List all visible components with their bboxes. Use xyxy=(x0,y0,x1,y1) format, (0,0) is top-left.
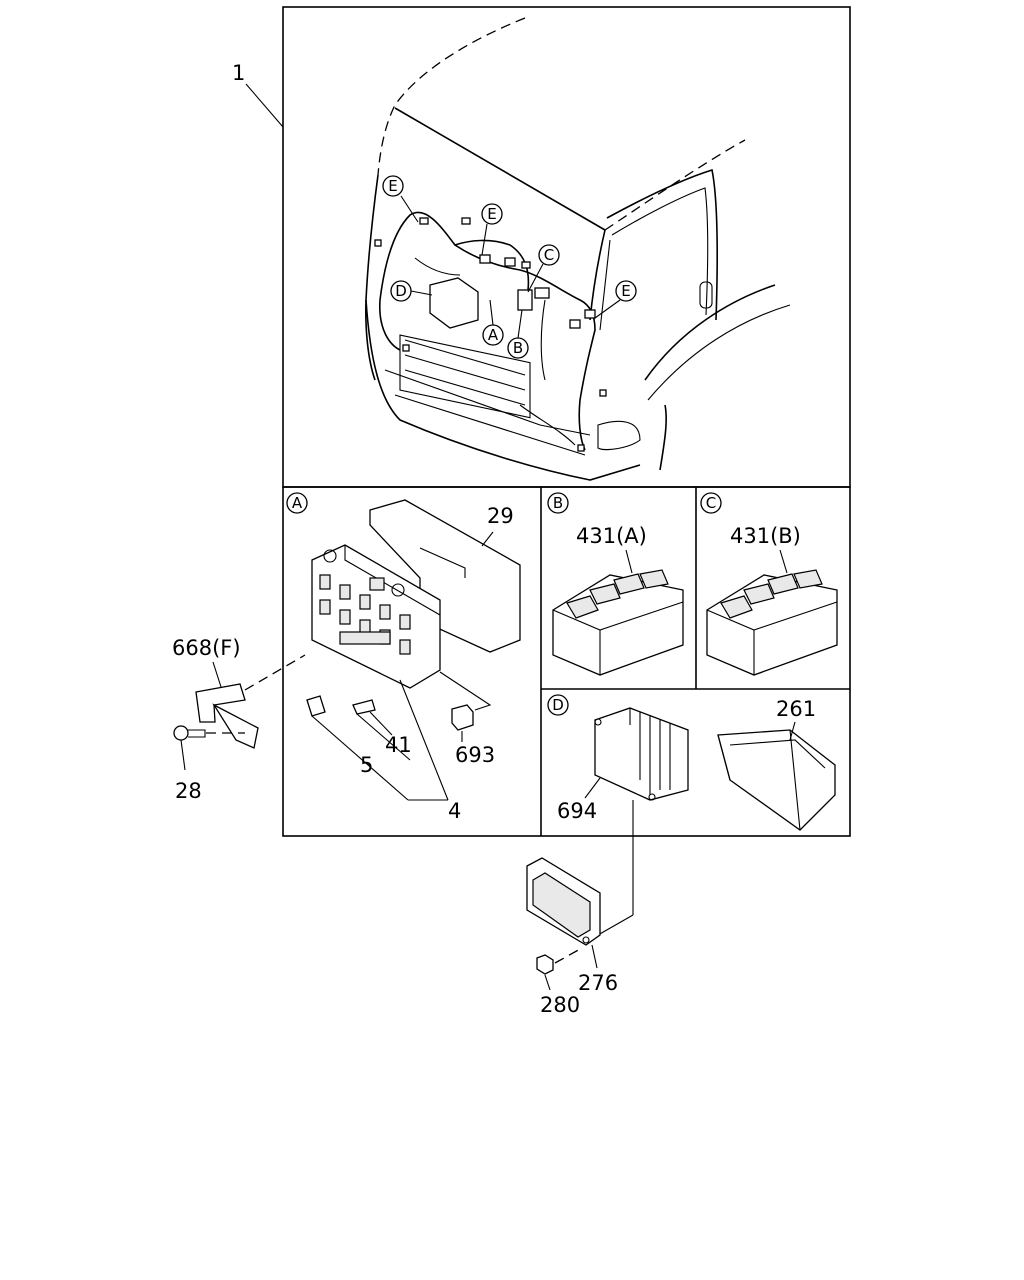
part-276-label: 276 xyxy=(578,971,618,995)
assembly-leader xyxy=(245,83,284,128)
view-callouts: E E C E D A B xyxy=(382,175,637,359)
callout-e-right xyxy=(615,280,637,302)
callout-e-top xyxy=(481,203,503,225)
mirror xyxy=(699,281,713,309)
panel-c-badge-label: C xyxy=(706,494,716,512)
part-41-label: 41 xyxy=(385,733,412,757)
lower-assembly: 276 280 xyxy=(526,800,634,1017)
wiring-branch-d xyxy=(414,257,461,276)
panel-b-relay-block: B 431(A) xyxy=(547,492,684,676)
door-window xyxy=(611,187,709,316)
panel-d-badge-label: D xyxy=(552,696,564,714)
callout-e-top-label: E xyxy=(487,205,496,223)
part-431a-label: 431(A) xyxy=(576,524,647,548)
fuse-slots xyxy=(319,574,411,655)
main-view-frame xyxy=(282,6,851,488)
control-unit-694 xyxy=(594,707,689,801)
part-431b-label: 431(B) xyxy=(730,524,801,548)
callout-e-left-label: E xyxy=(388,177,397,195)
part-693-label: 693 xyxy=(455,743,495,767)
panel-d-control-unit: D 694 261 xyxy=(547,694,836,831)
bolt-28 xyxy=(173,725,189,741)
panel-a-badge-label: A xyxy=(292,494,303,512)
diagram-frames xyxy=(282,6,851,837)
fuse-box-cover xyxy=(369,499,521,653)
part-668-label: 668(F) xyxy=(172,636,241,660)
wiring-left-branch xyxy=(379,299,401,351)
headlamp xyxy=(597,420,641,451)
wiring-harness-main xyxy=(379,211,596,451)
part-694-label: 694 xyxy=(557,799,597,823)
panel-a-fuse-box: A 29 668(F) xyxy=(172,492,521,823)
fuse-5 xyxy=(306,695,326,717)
callout-e-left xyxy=(382,175,404,197)
relay-693 xyxy=(451,704,474,731)
wire-connectors xyxy=(374,217,607,452)
control-unit-box xyxy=(429,277,479,329)
fender-edge xyxy=(647,304,791,401)
bumper-outline xyxy=(365,299,641,481)
fender-top xyxy=(644,284,776,381)
wiring-center-branch xyxy=(454,239,530,291)
callout-e-right-label: E xyxy=(621,282,630,300)
callout-c-label: C xyxy=(544,246,554,264)
part-29-label: 29 xyxy=(487,504,514,528)
grille-bars xyxy=(404,339,526,406)
fuse-41 xyxy=(352,699,376,715)
wiring-branch-b xyxy=(540,299,546,381)
door-outline xyxy=(606,168,718,321)
panel-d-badge xyxy=(547,694,569,716)
detail-frame xyxy=(282,486,851,837)
door-pillar xyxy=(599,239,611,331)
part-4-label: 4 xyxy=(448,799,461,823)
part-261-label: 261 xyxy=(776,697,816,721)
panel-a-badge xyxy=(286,492,308,514)
bumper-lower-line xyxy=(394,394,586,456)
part-280-label: 280 xyxy=(540,993,580,1017)
cab-front-left xyxy=(365,174,379,381)
panel-b-badge-label: B xyxy=(553,494,563,512)
cab-roof-right xyxy=(604,139,746,231)
callout-c xyxy=(538,244,560,266)
part-28-label: 28 xyxy=(175,779,202,803)
wiring-lower-branch xyxy=(519,404,576,446)
grille xyxy=(399,334,531,419)
nut-280 xyxy=(536,954,554,975)
bumper-line xyxy=(384,369,591,436)
bracket-668-leader xyxy=(244,654,306,691)
part-5-label: 5 xyxy=(360,753,373,777)
callout-a-label: A xyxy=(488,326,499,344)
cab-roof-outline xyxy=(377,17,526,176)
assembly-label: 1 xyxy=(232,61,245,85)
callout-d-label: D xyxy=(395,282,407,300)
panel-c-badge xyxy=(700,492,722,514)
callout-b-label: B xyxy=(513,339,523,357)
fender-lower xyxy=(659,404,667,471)
cab-illustration: E E C E D A B xyxy=(365,17,791,481)
panel-b-badge xyxy=(547,492,569,514)
panel-c-relay-block: C 431(B) xyxy=(700,492,838,676)
cab-roof-edge xyxy=(394,107,606,231)
